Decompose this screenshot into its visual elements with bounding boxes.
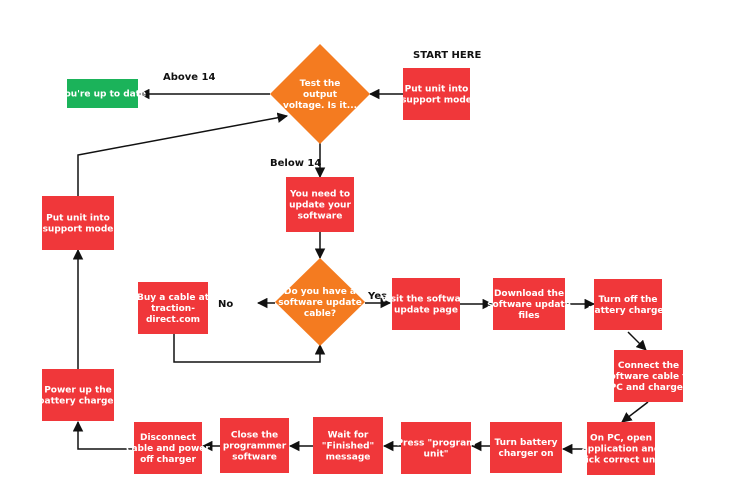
connect-cable-text-line: PC and charger (610, 383, 688, 393)
power-up-box (42, 369, 114, 421)
close-software-box (220, 418, 289, 473)
need-update-text-line: update your (289, 201, 351, 211)
support-mode-2-text-line: Put unit into (46, 214, 110, 224)
disconnect-text-line: Disconnect (140, 433, 197, 443)
press-program-box (401, 422, 471, 474)
visit-page-text-line: update page (394, 306, 458, 316)
turn-on-text-line: Turn battery (494, 438, 557, 448)
disconnect-text-line: cable and power (126, 444, 210, 454)
download-files-text-line: Download the (494, 289, 564, 299)
wait-finished-text-line: "Finished" (322, 442, 374, 452)
download-files-text-line: files (518, 311, 539, 321)
support-mode-1-text-line: Put unit into (405, 85, 469, 95)
test-voltage-text-line: voltage. Is it... (283, 101, 357, 111)
edge-turnoff-to-connect (627, 331, 647, 351)
connect-cable-box (614, 350, 683, 402)
test-voltage-diamond (270, 44, 370, 144)
wait-finished-text-line: Wait for (328, 431, 369, 441)
have-cable-text-line: Do you have a (284, 287, 356, 297)
buy-cable-box (138, 282, 208, 334)
start-here-label: START HERE (413, 50, 481, 61)
turn-on-text-line: charger on (499, 449, 554, 459)
yes-label: Yes (367, 291, 387, 302)
open-app-text-line: On PC, open (590, 434, 652, 444)
buy-cable-text-line: Buy a cable at (137, 293, 210, 303)
edge-connect-to-openapp (621, 401, 649, 423)
close-software-text-line: Close the (231, 431, 278, 441)
press-program-text-line: Press "program (396, 439, 475, 449)
power-up-text-line: battery charger (38, 397, 118, 407)
buy-cable-text-line: traction- (151, 304, 195, 314)
turn-off-box (594, 279, 662, 330)
below-14-label: Below 14 (270, 158, 321, 169)
edge-disconnect-to-powerup (72, 420, 134, 450)
close-software-text-line: software (232, 453, 277, 463)
need-update-box (286, 177, 354, 232)
node-wait-finished: Wait for"Finished"message (313, 417, 383, 474)
have-cable-diamond (275, 258, 365, 346)
close-software-text-line: programmer (223, 442, 287, 452)
visit-page-text-line: Visit the software (381, 295, 471, 305)
support-mode-1-text-line: support mode (401, 96, 472, 106)
edge-buy-to-cable (173, 334, 326, 363)
edges (72, 88, 649, 455)
open-app-text-line: pick correct unit (579, 456, 663, 466)
have-cable-text-line: cable? (304, 309, 336, 319)
open-app-box (587, 422, 655, 475)
wait-finished-box (313, 417, 383, 474)
up-to-date-text-line: You're up to date (58, 90, 146, 100)
node-up-to-date: You're up to date (58, 79, 146, 108)
support-mode-1-box (403, 68, 470, 120)
need-update-text-line: You need to (289, 190, 350, 200)
above-14-label: Above 14 (163, 72, 216, 83)
need-update-text-line: software (298, 212, 343, 222)
connect-cable-text-line: Connect the (618, 361, 679, 371)
download-files-text-line: software update (487, 300, 571, 310)
support-mode-2-box (42, 196, 114, 250)
turn-off-text-line: battery charger (588, 306, 668, 316)
open-app-text-line: application and (582, 445, 661, 455)
power-up-text-line: Power up the (44, 386, 112, 396)
up-to-date-box (67, 79, 138, 108)
buy-cable-text-line: direct.com (146, 315, 200, 325)
have-cable-text-line: software update (278, 298, 362, 308)
no-label: No (218, 299, 233, 310)
edge-support2-to-test (77, 112, 289, 197)
turn-off-text-line: Turn off the (599, 295, 658, 305)
download-files-box (493, 278, 565, 330)
support-mode-2-text-line: support mode (43, 225, 114, 235)
visit-page-box (392, 278, 460, 330)
turn-on-box (490, 422, 562, 473)
test-voltage-text-line: output (303, 90, 338, 100)
wait-finished-text-line: message (326, 453, 371, 463)
disconnect-box (134, 422, 202, 474)
press-program-text-line: unit" (424, 450, 449, 460)
connect-cable-text-line: software cable to (604, 372, 692, 382)
disconnect-text-line: off charger (140, 455, 196, 465)
test-voltage-text-line: Test the (300, 79, 341, 89)
